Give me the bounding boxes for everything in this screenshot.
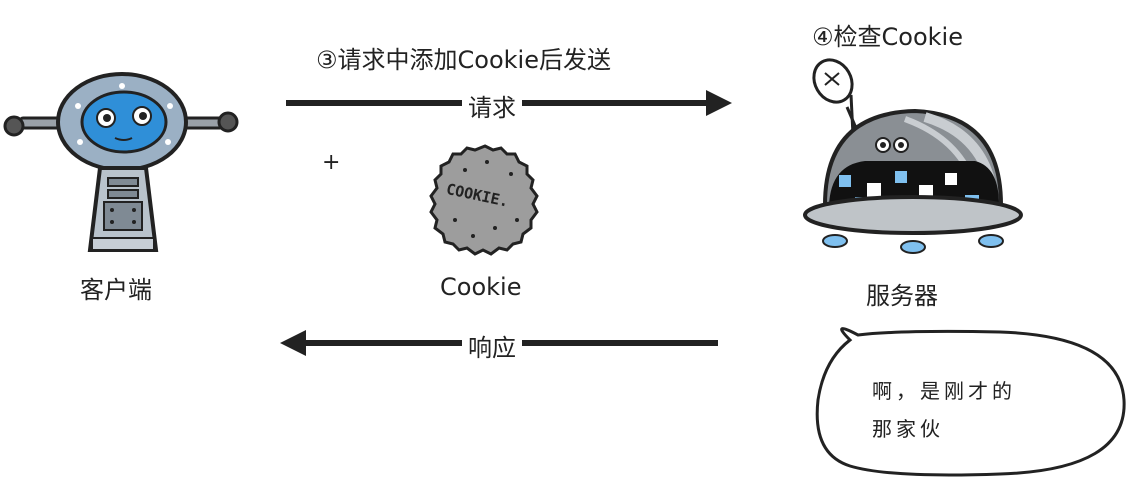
speech-line-1: 啊，是刚才的 [872,379,1016,403]
plus-sign: + [322,150,341,175]
response-arrow-label: 响应 [462,328,522,363]
speech-line-2: 那家伙 [872,417,944,441]
request-arrow-label: 请求 [462,88,522,123]
request-step-label: ③请求中添加Cookie后发送 [316,46,611,74]
cookie-label: Cookie [440,273,522,301]
server-label: 服务器 [866,282,938,310]
server-robot-icon [803,58,1023,254]
client-robot-icon [3,72,239,252]
cookie-icon: COOKIE. [429,144,539,256]
server-step-label: ④检查Cookie [812,23,963,51]
client-label: 客户端 [80,276,152,304]
